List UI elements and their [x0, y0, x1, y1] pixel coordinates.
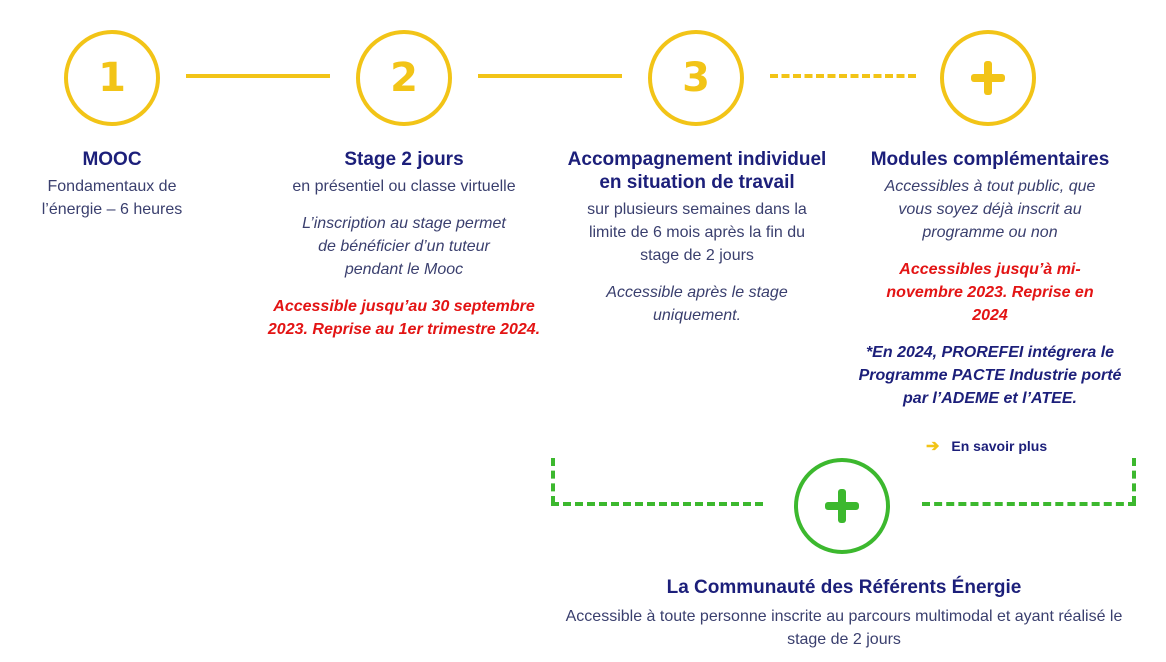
- community-bracket-left: [551, 458, 555, 504]
- step-1-circle: 1: [64, 30, 160, 126]
- connector-1-2: [186, 74, 330, 78]
- step-3-circle: 3: [648, 30, 744, 126]
- step-plus-text: Modules complémentaires Accessibles à to…: [850, 148, 1130, 410]
- step-2-number: 2: [390, 55, 418, 101]
- step-plus-availability: Accessibles jusqu’à mi-novembre 2023. Re…: [886, 261, 1094, 324]
- connector-3-plus: [770, 74, 916, 78]
- arrow-right-icon: ➔: [926, 438, 940, 455]
- step-plus-note: Accessibles à tout public, que vous soye…: [884, 178, 1096, 241]
- community-title: La Communauté des Référents Énergie: [666, 577, 1022, 598]
- step-1-title: MOOC: [82, 149, 142, 170]
- step-3-note: Accessible après le stage uniquement.: [606, 284, 788, 324]
- step-2-title: Stage 2 jours: [344, 149, 464, 170]
- plus-icon: [971, 61, 1005, 95]
- step-3-text: Accompagnement individuel en situation d…: [562, 148, 832, 327]
- step-1-desc: Fondamentaux de l’énergie – 6 heures: [41, 178, 183, 218]
- community-bracket-right-line: [922, 502, 1136, 506]
- step-3-number: 3: [682, 55, 710, 101]
- community-bracket-left-line: [551, 502, 763, 506]
- learn-more-label: En savoir plus: [951, 438, 1048, 454]
- community-bracket-right: [1132, 458, 1136, 504]
- step-plus-circle: [940, 30, 1036, 126]
- step-2-desc: en présentiel ou classe virtuelle: [292, 178, 516, 195]
- plus-icon: [825, 489, 859, 523]
- step-plus-footnote: *En 2024, PROREFEI intégrera le Programm…: [858, 344, 1122, 407]
- step-1-text: MOOC Fondamentaux de l’énergie – 6 heure…: [30, 148, 194, 221]
- community-desc: Accessible à toute personne inscrite au …: [565, 608, 1123, 648]
- step-2-circle: 2: [356, 30, 452, 126]
- step-2-note: L’inscription au stage permet de bénéfic…: [302, 215, 506, 278]
- step-plus-title: Modules complémentaires: [870, 149, 1110, 170]
- step-2-text: Stage 2 jours en présentiel ou classe vi…: [266, 148, 542, 341]
- connector-2-3: [478, 74, 622, 78]
- step-3-title: Accompagnement individuel en situation d…: [567, 149, 827, 193]
- step-2-availability: Accessible jusqu’au 30 septembre 2023. R…: [267, 298, 541, 338]
- step-3-desc: sur plusieurs semaines dans la limite de…: [587, 201, 807, 264]
- community-text: La Communauté des Référents Énergie Acce…: [560, 576, 1128, 651]
- step-1-number: 1: [98, 55, 126, 101]
- community-plus-circle: [794, 458, 890, 554]
- learn-more-link[interactable]: ➔ En savoir plus: [926, 436, 1047, 456]
